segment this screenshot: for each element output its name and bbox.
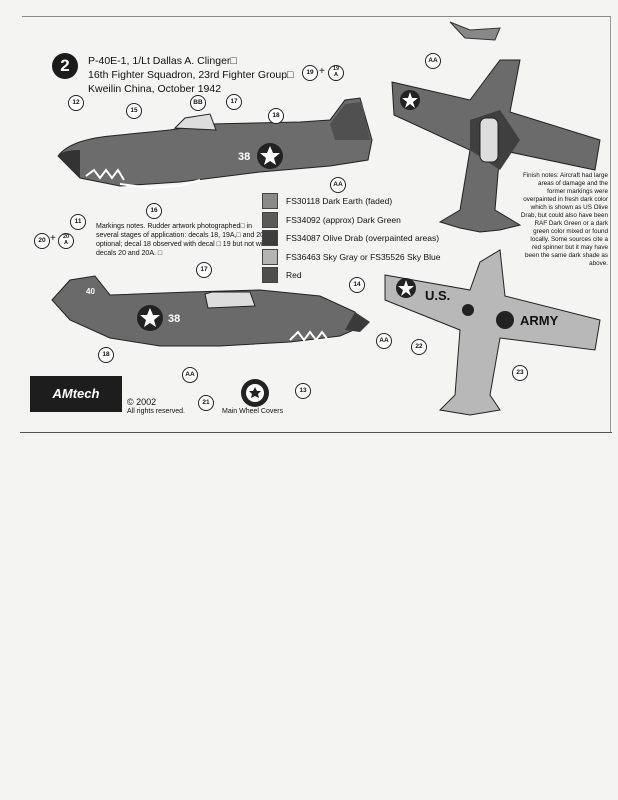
plate-number-badge: 2	[52, 53, 78, 79]
callout-aa-top-plan: AA	[425, 53, 441, 69]
callout-17-top: 17	[226, 94, 242, 110]
legend-row: FS34087 Olive Drab (overpainted areas)	[262, 229, 441, 248]
bottom-tail-number: 38	[168, 313, 180, 325]
sheet-bottom-line	[20, 432, 612, 433]
callout-aa-underside: AA	[376, 333, 392, 349]
callout-13: 13	[295, 383, 311, 399]
callout-16: 16	[146, 203, 162, 219]
plus-sign-20: +	[50, 233, 56, 244]
callout-bb: BB	[190, 95, 206, 111]
top-plan-canopy	[479, 117, 499, 163]
header-line-unit: 16th Fighter Squadron, 23rd Fighter Grou…	[88, 69, 294, 81]
legend-swatch	[262, 193, 278, 210]
finish-notes: Finish notes: Aircraft had large areas o…	[520, 172, 608, 267]
plus-sign-19: +	[319, 66, 325, 77]
copyright-year: © 2002	[127, 397, 157, 407]
copyright-rights: All rights reserved.	[127, 408, 185, 415]
color-legend: FS30118 Dark Earth (faded) FS34092 (appr…	[262, 192, 441, 285]
plate-header: P-40E-1, 1/Lt Dallas A. Clinger□ 16th Fi…	[88, 54, 293, 96]
copyright: © 2002 All rights reserved.	[127, 398, 185, 416]
legend-swatch	[262, 230, 278, 247]
legend-row: Red	[262, 266, 441, 285]
header-line-aircraft: P-40E-1, 1/Lt Dallas A. Clinger□	[88, 55, 237, 67]
callout-21: 21	[198, 395, 214, 411]
amtech-logo: AMtech	[30, 376, 122, 412]
callout-12: 12	[68, 95, 84, 111]
legend-swatch	[262, 248, 278, 265]
top-tail-number: 38	[238, 151, 250, 163]
callout-20: 20	[34, 233, 50, 249]
callout-18-bottom: 18	[98, 347, 114, 363]
callout-11: 11	[70, 214, 86, 230]
callout-aa-bottom-profile: AA	[182, 367, 198, 383]
underside-airframe	[384, 249, 601, 416]
callout-14: 14	[349, 277, 365, 293]
legend-label: FS36463 Sky Gray or FS35526 Sky Blue	[286, 251, 441, 262]
legend-label: Red	[286, 270, 302, 281]
legend-label: FS34087 Olive Drab (overpainted areas)	[286, 233, 440, 244]
callout-22: 22	[411, 339, 427, 355]
callout-23: 23	[512, 365, 528, 381]
callout-19: 19	[302, 65, 318, 81]
callout-15: 15	[126, 103, 142, 119]
legend-row: FS34092 (approx) Dark Green	[262, 211, 441, 230]
legend-label: FS34092 (approx) Dark Green	[286, 214, 401, 225]
bottom-profile-body	[51, 275, 370, 347]
legend-swatch	[262, 211, 278, 228]
callout-aa-top-profile: AA	[330, 177, 346, 193]
wing-army-text: ARMY	[520, 313, 559, 328]
top-profile-body	[57, 97, 373, 190]
legend-swatch	[262, 267, 278, 284]
legend-row: FS36463 Sky Gray or FS35526 Sky Blue	[262, 248, 441, 267]
callout-17-bottom: 17	[196, 262, 212, 278]
wheel-cover-caption: Main Wheel Covers	[222, 408, 284, 415]
fin-code: 40	[86, 287, 95, 296]
callout-18-top: 18	[268, 108, 284, 124]
legend-row: FS30118 Dark Earth (faded)	[262, 192, 441, 211]
legend-label: FS30118 Dark Earth (faded)	[286, 196, 393, 207]
header-line-location: Kweilin China, October 1942	[88, 83, 222, 95]
sheet-right-line	[610, 16, 611, 432]
wing-us-text: U.S.	[425, 288, 450, 303]
markings-notes: Markings notes. Rudder artwork photograp…	[96, 223, 269, 257]
sheet-top-line	[22, 16, 610, 17]
